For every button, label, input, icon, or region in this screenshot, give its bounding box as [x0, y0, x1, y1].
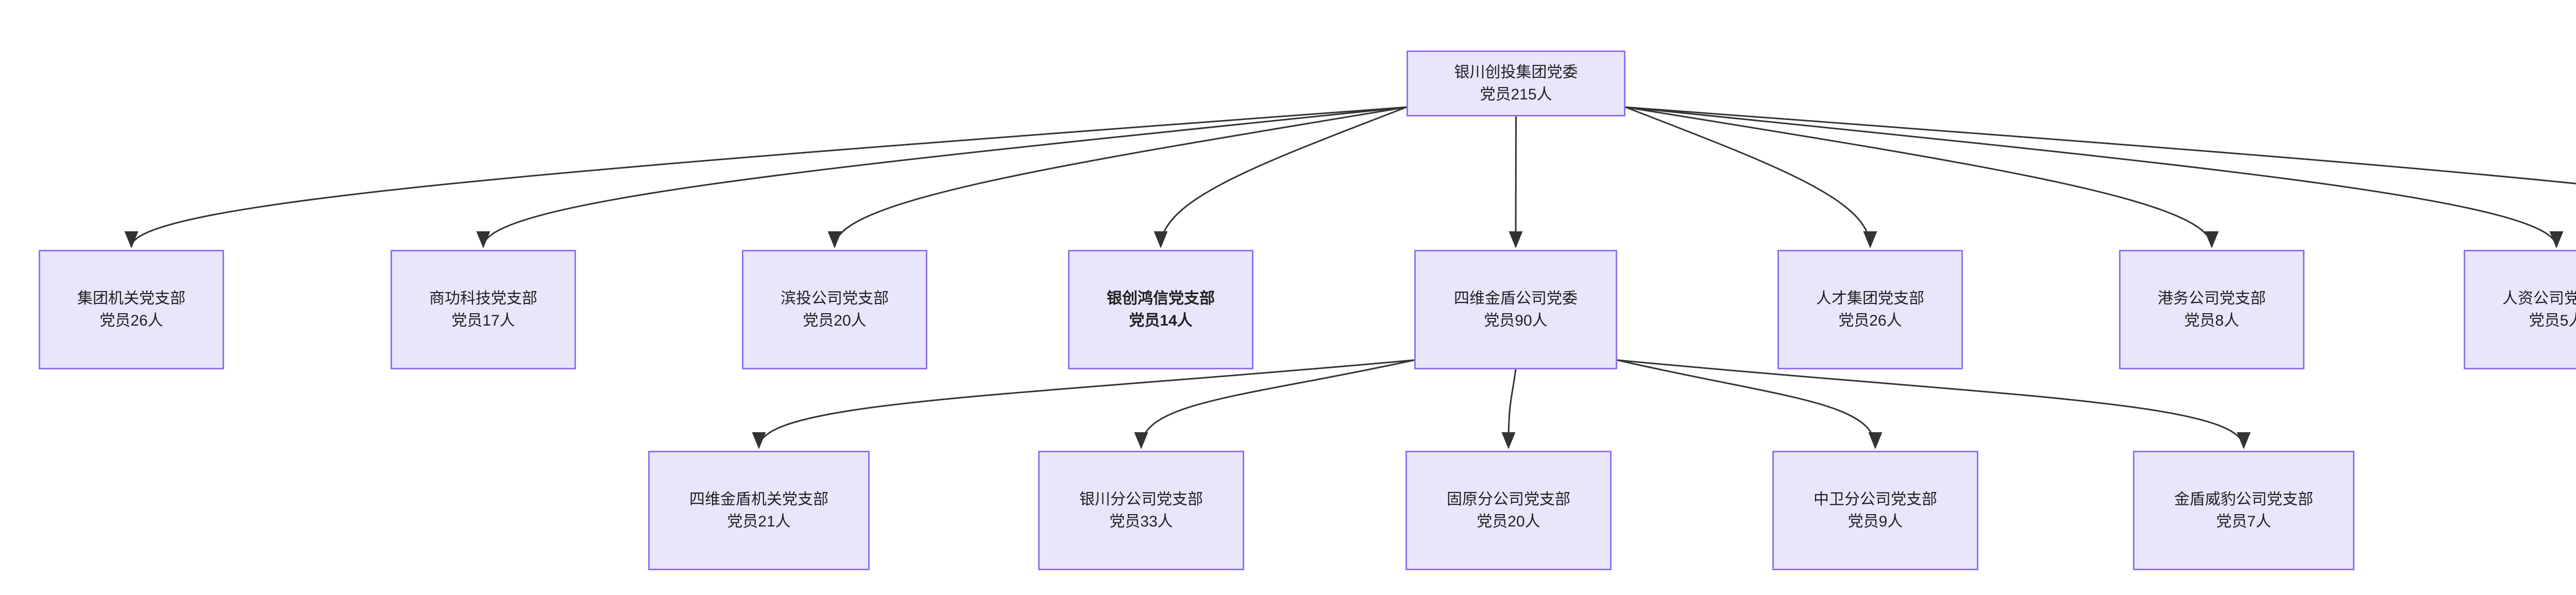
- org-edge-siwei-jindun-to-zhongwei-fen: [1617, 359, 1883, 449]
- org-node-member-count: 党员9人: [1848, 513, 1903, 530]
- org-node-gangwu[interactable]: 港务公司党支部党员8人: [2119, 250, 2304, 369]
- org-node-member-count: 党员20人: [1477, 513, 1540, 530]
- org-node-zhongwei-fen[interactable]: 中卫分公司党支部党员9人: [1772, 451, 1978, 570]
- org-node-member-count: 党员26人: [1838, 312, 1902, 329]
- org-edge-root-to-renzi: [1625, 106, 2564, 248]
- org-edge-root-to-shanggong-keji: [476, 106, 1407, 248]
- org-node-title: 金盾威豹公司党支部: [2174, 490, 2313, 508]
- org-node-title: 港务公司党支部: [2158, 290, 2266, 307]
- org-node-jindun-weibao[interactable]: 金盾威豹公司党支部党员7人: [2133, 451, 2354, 570]
- org-node-title: 固原分公司党支部: [1447, 490, 1570, 508]
- org-node-yinchuang-hongxin[interactable]: 银创鸿信党支部党员14人: [1068, 250, 1253, 369]
- org-edge-siwei-jindun-to-jindun-weibao: [1617, 359, 2251, 449]
- org-node-member-count: 党员215人: [1480, 86, 1552, 103]
- org-node-yinchuan-fen[interactable]: 银川分公司党支部党员33人: [1038, 451, 1244, 570]
- org-node-rencai-jituan[interactable]: 人才集团党支部党员26人: [1777, 250, 1963, 369]
- org-edge-siwei-jindun-to-guyuan-fen: [1501, 369, 1517, 449]
- org-node-member-count: 党员90人: [1484, 312, 1548, 329]
- org-node-bintou[interactable]: 滨投公司党支部党员20人: [742, 250, 927, 369]
- org-node-member-count: 党员21人: [727, 513, 791, 530]
- org-node-title: 滨投公司党支部: [781, 290, 889, 307]
- org-node-member-count: 党员26人: [99, 312, 163, 329]
- org-node-guyuan-fen[interactable]: 固原分公司党支部党员20人: [1405, 451, 1612, 570]
- org-node-title: 四维金盾机关党支部: [689, 490, 828, 508]
- org-edge-root-to-jituan-jiguan: [124, 106, 1407, 248]
- org-node-root[interactable]: 银川创投集团党委党员215人: [1406, 50, 1625, 116]
- org-node-shanggong-keji[interactable]: 商功科技党支部党员17人: [391, 250, 576, 369]
- org-edge-root-to-gangwu: [1625, 106, 2219, 248]
- org-node-title: 中卫分公司党支部: [1814, 490, 1937, 508]
- org-node-title: 人资公司党支部: [2502, 290, 2576, 307]
- org-node-jituan-jiguan[interactable]: 集团机关党支部党员26人: [39, 250, 224, 369]
- org-node-member-count: 党员20人: [803, 312, 867, 329]
- org-node-member-count: 党员8人: [2184, 312, 2240, 329]
- org-node-member-count: 党员33人: [1109, 513, 1173, 530]
- org-edge-root-to-rencai-jituan: [1625, 106, 1877, 248]
- org-node-siwei-jindun[interactable]: 四维金盾公司党委党员90人: [1414, 250, 1617, 369]
- org-node-member-count: 党员7人: [2216, 513, 2272, 530]
- org-node-title: 商功科技党支部: [429, 290, 537, 307]
- org-node-siwei-jiguan[interactable]: 四维金盾机关党支部党员21人: [648, 451, 870, 570]
- org-node-title: 银创鸿信党支部: [1107, 290, 1215, 307]
- org-edge-root-to-bintou: [827, 106, 1407, 248]
- org-edge-root-to-yinchuang-hongxin: [1154, 106, 1407, 248]
- org-node-renzi[interactable]: 人资公司党支部党员5人: [2464, 250, 2576, 369]
- org-edge-siwei-jindun-to-siwei-jiguan: [752, 359, 1415, 449]
- org-node-title: 人才集团党支部: [1816, 290, 1924, 307]
- org-node-title: 四维金盾公司党委: [1454, 290, 1578, 307]
- org-node-member-count: 党员5人: [2529, 312, 2576, 329]
- org-node-title: 银川创投集团党委: [1454, 63, 1578, 81]
- org-node-member-count: 党员17人: [451, 312, 515, 329]
- org-edge-root-to-landun: [1625, 106, 2576, 184]
- org-node-title: 集团机关党支部: [77, 290, 185, 307]
- org-node-member-count: 党员14人: [1129, 312, 1193, 329]
- org-node-title: 银川分公司党支部: [1079, 490, 1203, 508]
- org-edge-siwei-jindun-to-yinchuan-fen: [1134, 359, 1415, 449]
